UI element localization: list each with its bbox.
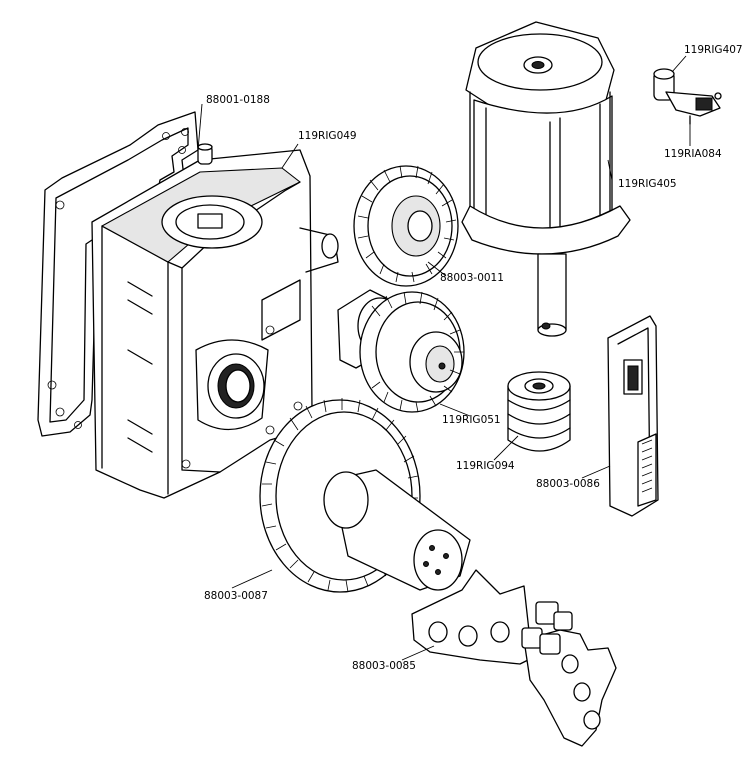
limit-switch-drawing bbox=[653, 68, 722, 125]
leader-lines bbox=[197, 55, 691, 661]
large-gear-drawing bbox=[259, 398, 471, 593]
label-88003-0085: 88003-0085 bbox=[352, 660, 416, 672]
arm-drawing bbox=[411, 569, 617, 747]
label-119RIG049: 119RIG049 bbox=[298, 130, 357, 142]
label-88003-0086: 88003-0086 bbox=[536, 478, 600, 490]
label-119RIA084: 119RIA084 bbox=[664, 148, 722, 160]
plate-drawing bbox=[607, 315, 659, 517]
double-gear-drawing bbox=[337, 289, 465, 413]
label-88003-0087: 88003-0087 bbox=[204, 590, 268, 602]
worm-drawing bbox=[507, 371, 571, 452]
housing-drawing bbox=[91, 143, 339, 499]
small-gear-drawing bbox=[353, 165, 459, 287]
label-119RIG405: 119RIG405 bbox=[618, 178, 677, 190]
label-119RIG407: 119RIG407 bbox=[684, 44, 743, 56]
label-119RIG094: 119RIG094 bbox=[456, 460, 515, 472]
label-119RIG051: 119RIG051 bbox=[442, 414, 501, 426]
label-88001-0188: 88001-0188 bbox=[206, 94, 270, 106]
label-88003-0011: 88003-0011 bbox=[440, 272, 504, 284]
motor-drawing bbox=[461, 21, 631, 337]
